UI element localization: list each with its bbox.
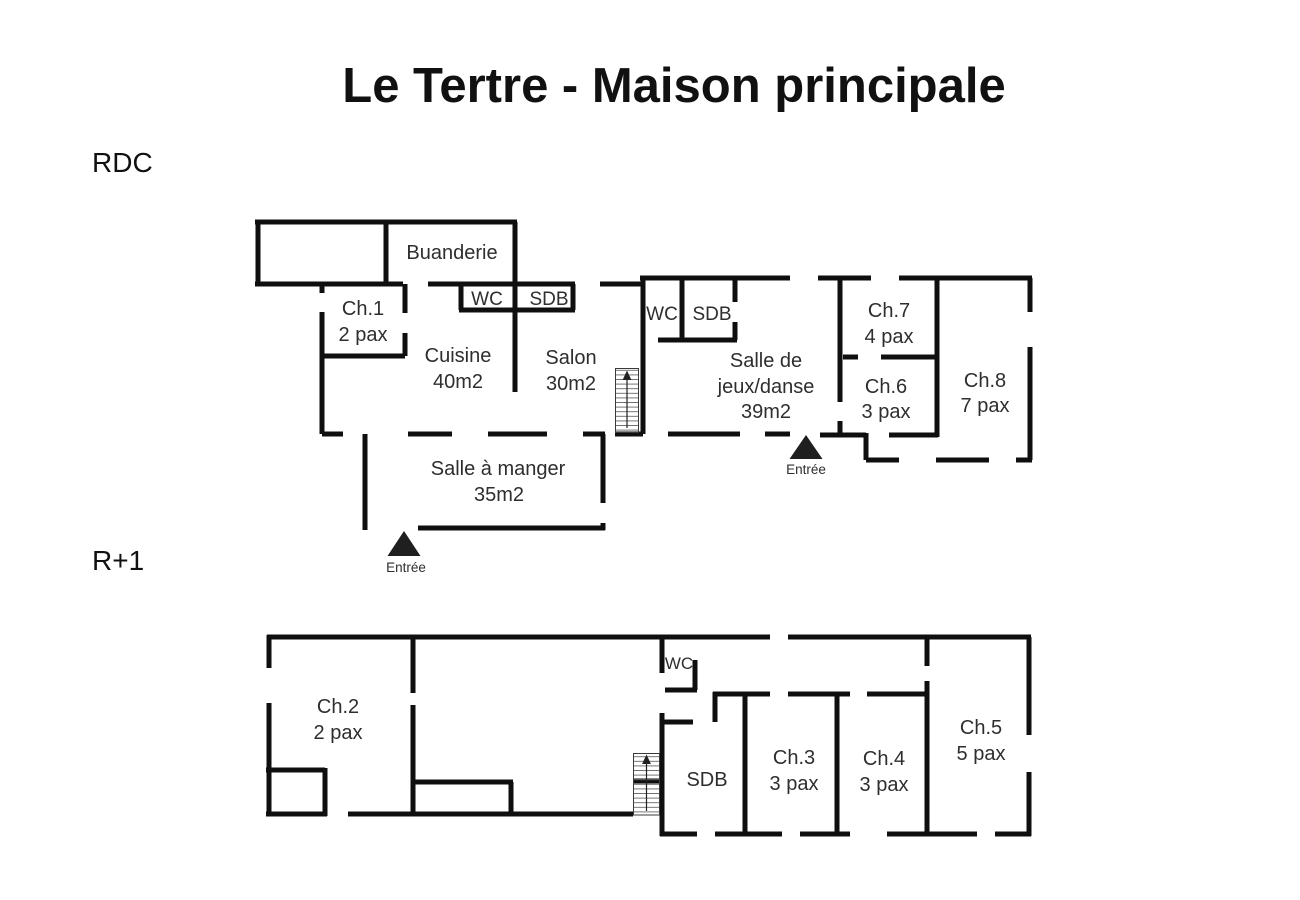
- room-label-wc-jeux: WC: [646, 304, 678, 325]
- room-label-cuisine-area: 40m2: [433, 371, 483, 393]
- room-label-cuisine: Cuisine: [425, 345, 492, 367]
- room-label-buanderie: Buanderie: [406, 242, 497, 264]
- r1-walls: [266, 634, 1032, 837]
- room-label-sdb-r1: SDB: [686, 769, 727, 791]
- room-label-salle-jeux-2: jeux/danse: [717, 376, 815, 398]
- r1-stairs-arrow-head: [642, 754, 651, 764]
- rdc-stairs-arrow-head: [622, 370, 632, 380]
- room-label-ch5-capacity: 5 pax: [957, 743, 1006, 765]
- room-label-ch3: Ch.3: [773, 747, 815, 769]
- room-label-ch7: Ch.7: [868, 300, 910, 322]
- rdc-entrance-left-icon: [387, 531, 421, 556]
- room-label-ch4-capacity: 3 pax: [860, 774, 909, 796]
- page-title: Le Tertre - Maison principale: [342, 59, 1005, 113]
- room-label-salle-a-manger-area: 35m2: [474, 484, 524, 506]
- room-label-ch6: Ch.6: [865, 376, 907, 398]
- room-label-wc-r1: WC: [665, 654, 693, 673]
- floor-label-r1: R+1: [92, 545, 144, 576]
- room-label-salon-area: 30m2: [546, 373, 596, 395]
- room-label-salle-jeux-1: Salle de: [730, 350, 802, 372]
- rdc-staircase: [615, 368, 639, 433]
- room-label-ch4: Ch.4: [863, 748, 905, 770]
- room-label-ch1: Ch.1: [342, 298, 384, 320]
- room-label-ch1-capacity: 2 pax: [339, 324, 388, 346]
- rdc-walls: [255, 219, 1033, 531]
- rdc-plan: Buanderie Ch.1 2 pax WC SDB Cuisine 40m2…: [255, 219, 1033, 575]
- room-label-ch6-capacity: 3 pax: [862, 401, 911, 423]
- room-label-wc-cuisine: WC: [471, 289, 503, 310]
- room-label-ch5: Ch.5: [960, 717, 1002, 739]
- room-label-ch8: Ch.8: [964, 370, 1006, 392]
- r1-plan: Ch.2 2 pax WC SDB Ch.3 3 pax Ch.4 3 pax …: [266, 634, 1032, 837]
- room-label-ch7-capacity: 4 pax: [865, 326, 914, 348]
- room-label-ch3-capacity: 3 pax: [770, 773, 819, 795]
- floor-label-rdc: RDC: [92, 147, 153, 178]
- entrance-label-left: Entrée: [386, 560, 426, 575]
- room-label-ch2-capacity: 2 pax: [314, 722, 363, 744]
- rdc-entrance-right-icon: [789, 435, 823, 459]
- room-label-sdb-cuisine: SDB: [529, 289, 568, 310]
- room-label-ch2: Ch.2: [317, 696, 359, 718]
- room-label-sdb-jeux: SDB: [692, 304, 731, 325]
- entrance-label-right: Entrée: [786, 462, 826, 477]
- r1-staircase: [633, 753, 660, 816]
- room-label-salon: Salon: [545, 347, 596, 369]
- room-label-ch8-capacity: 7 pax: [961, 395, 1010, 417]
- room-label-salle-jeux-3: 39m2: [741, 401, 791, 423]
- room-label-salle-a-manger: Salle à manger: [431, 458, 566, 480]
